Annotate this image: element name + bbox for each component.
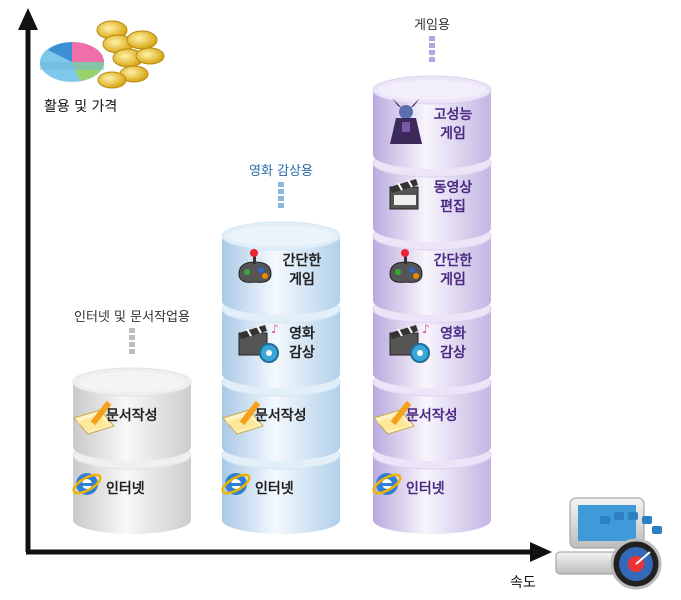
internet-explorer-icon: [372, 473, 402, 495]
x-axis-arrow-icon: [530, 542, 552, 562]
svg-text:♪: ♪: [271, 322, 279, 336]
document-pencil-icon: [222, 400, 264, 435]
column-title: 게임용: [414, 18, 450, 33]
document-pencil-icon: [73, 400, 115, 435]
joystick-icon: [389, 249, 423, 283]
film-clapper-icon: ♪: [389, 322, 430, 363]
joystick-icon: [238, 249, 272, 283]
connector-dots: [429, 36, 435, 64]
connector-dots: [129, 328, 135, 356]
internet-explorer-icon: [221, 473, 251, 495]
speed-computer-icon: [555, 497, 662, 590]
tier-label: 인터넷: [406, 481, 445, 497]
stack-column-blue: ♪: [221, 221, 341, 534]
tier-label: 동영상 편집: [433, 179, 473, 215]
tier-label: 인터넷: [255, 481, 294, 497]
svg-text:♪: ♪: [422, 322, 430, 336]
tier-label: 고성능 게임: [433, 106, 473, 142]
tier-label: 영화 감상: [440, 325, 466, 361]
film-clapper-icon: ♪: [238, 322, 279, 363]
y-axis-arrow-icon: [18, 8, 38, 30]
tier-label: 간단한 게임: [433, 252, 473, 288]
tier-label: 간단한 게임: [282, 252, 322, 288]
y-axis: [18, 8, 38, 552]
column-title: 영화 감상용: [249, 164, 313, 179]
video-edit-clapper-icon: [389, 179, 419, 210]
tier-label: 문서작성: [255, 408, 307, 424]
x-axis: [26, 542, 552, 562]
internet-explorer-icon: [72, 473, 102, 495]
y-axis-label: 활용 및 가격: [44, 99, 118, 115]
game-character-icon: [390, 98, 422, 144]
stack-column-gray: [72, 367, 192, 534]
money-chart-icon: [40, 20, 165, 89]
stack-tier: [72, 367, 192, 461]
tier-label: 영화 감상: [289, 325, 315, 361]
connector-dots: [278, 182, 284, 210]
tier-label: 문서작성: [106, 408, 158, 424]
stack-column-purple: ♪: [372, 75, 492, 534]
x-axis-label: 속도: [510, 575, 536, 591]
column-title: 인터넷 및 문서작업용: [74, 310, 190, 325]
tier-label: 인터넷: [106, 481, 145, 497]
tier-label: 문서작성: [406, 408, 458, 424]
document-pencil-icon: [373, 400, 415, 435]
